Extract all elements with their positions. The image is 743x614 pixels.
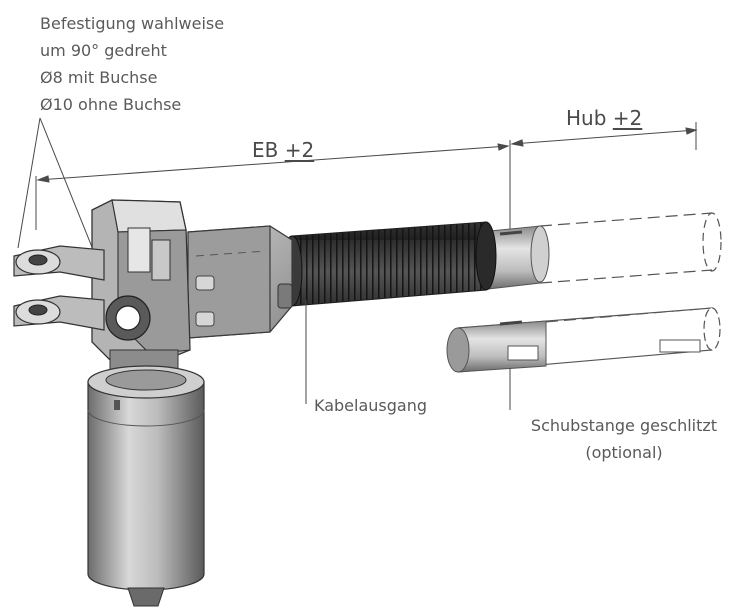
eb-tolerance: +2 xyxy=(284,138,315,162)
hub-name: Hub xyxy=(566,106,607,130)
push-rod-label: Schubstange geschlitzt (optional) xyxy=(512,412,736,466)
mounting-label: Befestigung wahlweise um 90° gedreht Ø8 … xyxy=(40,10,224,118)
mounting-line-1: Befestigung wahlweise xyxy=(40,14,225,33)
push-rod-line-2: (optional) xyxy=(585,443,663,462)
mounting-head xyxy=(13,199,191,361)
mounting-line-2: um 90° gedreht xyxy=(40,41,167,60)
hub-dimension-label: Hub +2 xyxy=(566,106,642,130)
mounting-line-4: Ø10 ohne Buchse xyxy=(40,95,182,114)
eb-dimension-label: EB +2 xyxy=(252,138,314,162)
eb-name: EB xyxy=(252,138,279,162)
motor-cylinder xyxy=(87,349,205,607)
extended-tube-outline xyxy=(539,212,722,284)
cable-exit-label: Kabelausgang xyxy=(314,396,427,415)
hub-dimension-line xyxy=(510,122,698,150)
gear-housing xyxy=(187,225,293,339)
ribbed-outer-tube xyxy=(281,221,497,307)
mounting-line-3: Ø8 mit Buchse xyxy=(40,68,158,87)
slotted-push-rod xyxy=(446,307,721,410)
eb-dimension-line xyxy=(35,140,511,232)
push-rod-line-1: Schubstange geschlitzt xyxy=(530,416,718,435)
hub-tolerance: +2 xyxy=(612,106,643,130)
mounting-leader-lines xyxy=(17,117,99,263)
